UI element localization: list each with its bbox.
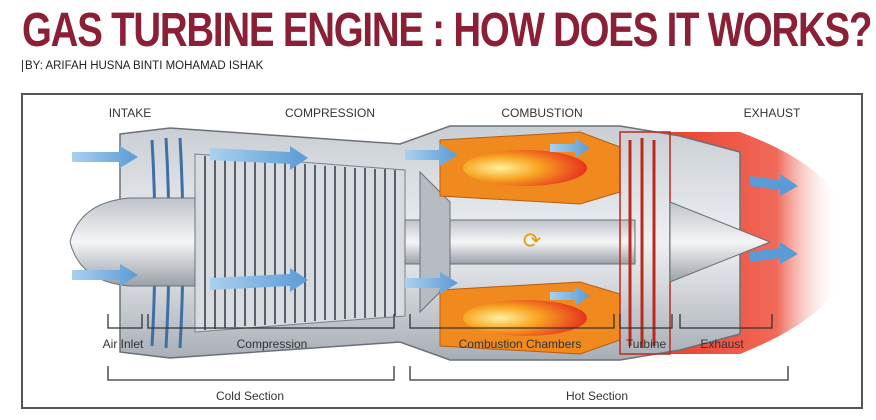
section-label-air-inlet: Air Inlet (103, 337, 144, 351)
page-title: GAS TURBINE ENGINE : HOW DOES IT WORKS? (22, 4, 872, 57)
compressor-blades (204, 156, 396, 330)
engine-diagram: INTAKE COMPRESSION COMBUSTION EXHAUST ⟳ (20, 92, 864, 410)
rotation-arrow-icon: ⟳ (523, 228, 541, 253)
section-label-compression: Compression (237, 337, 308, 351)
section-label-turbine: Turbine (626, 337, 667, 351)
section-brackets (107, 314, 773, 329)
engine-diagram-svg: INTAKE COMPRESSION COMBUSTION EXHAUST ⟳ (21, 93, 863, 409)
byline: BY: ARIFAH HUSNA BINTI MOHAMAD ISHAK (22, 60, 263, 72)
airflow-arrows (72, 138, 590, 306)
group-label-hot-section: Hot Section (566, 389, 628, 403)
section-label-exhaust: Exhaust (700, 337, 744, 351)
top-label-combustion: COMBUSTION (501, 106, 582, 120)
compressor-drum (194, 153, 406, 333)
section-label-combustion-chambers: Combustion Chambers (459, 337, 582, 351)
nose-cone (69, 197, 196, 287)
group-brackets (107, 366, 789, 381)
flame-top (463, 150, 587, 186)
turbine-blades (628, 138, 656, 348)
top-label-compression: COMPRESSION (285, 106, 375, 120)
exhaust-cone (669, 201, 772, 283)
flame-bottom (463, 300, 587, 336)
top-label-intake: INTAKE (109, 106, 151, 120)
group-label-cold-section: Cold Section (216, 389, 284, 403)
top-label-exhaust: EXHAUST (744, 106, 801, 120)
exhaust-arrows (750, 174, 798, 264)
